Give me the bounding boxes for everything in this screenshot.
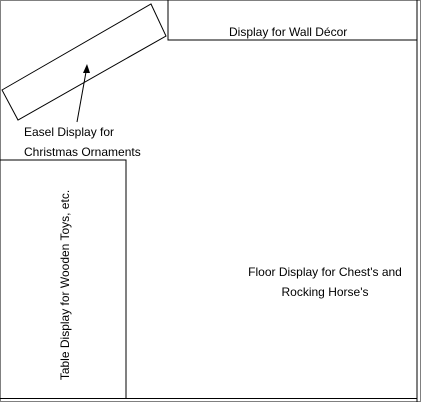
easel-label-line1: Easel Display for xyxy=(24,125,115,139)
easel-arrow-shaft xyxy=(76,71,87,123)
wall-decor-display xyxy=(167,0,417,41)
easel-display-label: Easel Display for Christmas Ornaments xyxy=(24,122,141,162)
floor-display-label: Floor Display for Chest's and Rocking Ho… xyxy=(240,262,410,302)
table-display-label: Table Display for Wooden Toys, etc. xyxy=(55,190,75,380)
table-label-text: Table Display for Wooden Toys, etc. xyxy=(58,189,73,381)
easel-arrow-head xyxy=(83,64,90,73)
floor-label-line1: Floor Display for Chest's and xyxy=(248,265,402,279)
wall-decor-text: Display for Wall Décor xyxy=(229,25,348,39)
table-display xyxy=(0,159,127,398)
easel-label-line2: Christmas Ornaments xyxy=(24,145,141,159)
floor-label-line2: Rocking Horse's xyxy=(281,285,369,299)
easel-display xyxy=(1,3,167,121)
wall-decor-label: Display for Wall Décor xyxy=(229,22,347,42)
